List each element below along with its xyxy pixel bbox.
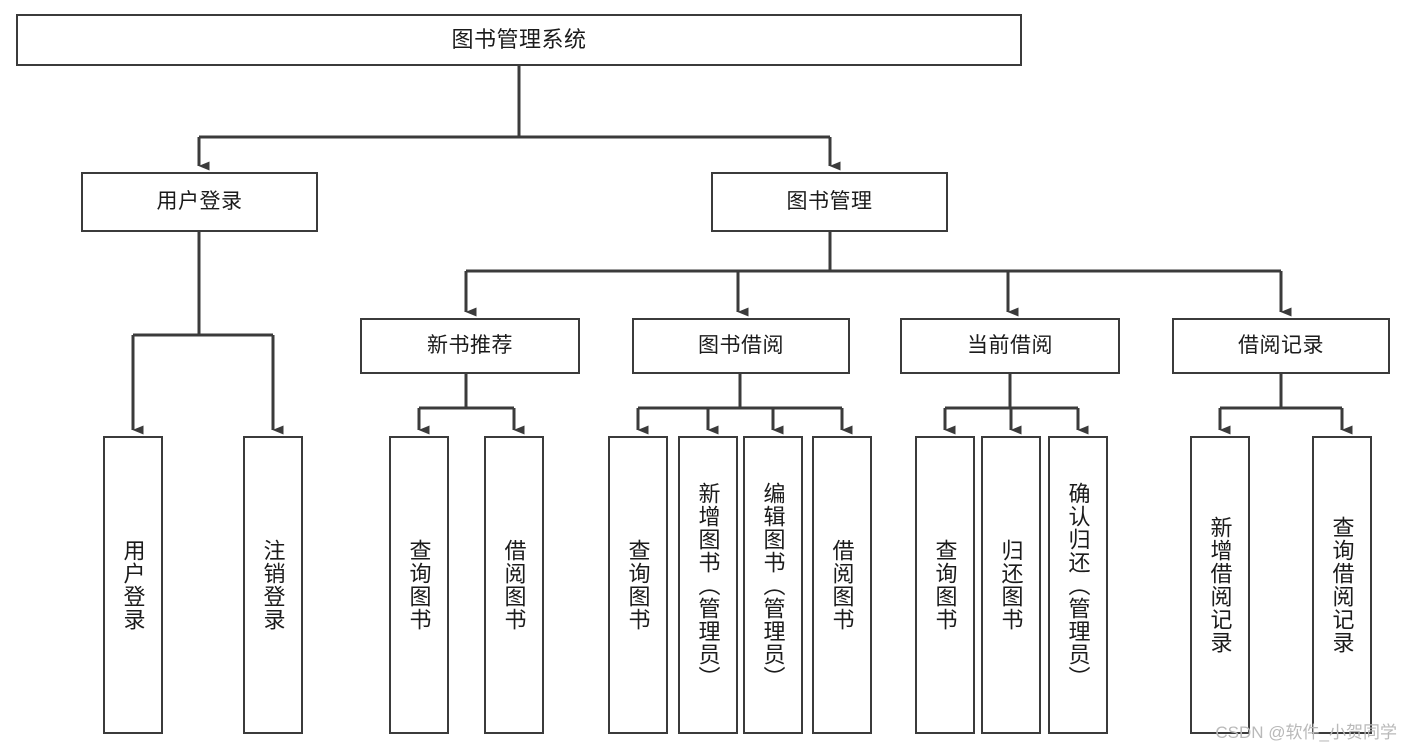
leaf-query-book-borrow[interactable]: 查询图书: [608, 436, 668, 734]
node-label: 查询图书: [625, 539, 651, 631]
leaf-borrow-book-recommend[interactable]: 借阅图书: [484, 436, 544, 734]
node-label: 图书管理: [786, 190, 873, 214]
node-label: 用户登录: [156, 190, 243, 214]
node-label: 查询借阅记录: [1329, 516, 1355, 654]
leaf-edit-book-admin[interactable]: 编辑图书（管理员）: [743, 436, 803, 734]
node-label: 借阅记录: [1238, 334, 1324, 358]
leaf-query-book-recommend[interactable]: 查询图书: [389, 436, 449, 734]
node-label: 新书推荐: [427, 334, 513, 358]
node-label: 新增图书（管理员）: [695, 481, 721, 689]
node-label: 图书管理系统: [451, 26, 587, 52]
node-label: 查询图书: [932, 539, 958, 631]
leaf-return-book[interactable]: 归还图书: [981, 436, 1041, 734]
node-user-login[interactable]: 用户登录: [81, 172, 318, 232]
leaf-add-borrow-record[interactable]: 新增借阅记录: [1190, 436, 1250, 734]
node-borrow-record[interactable]: 借阅记录: [1172, 318, 1390, 374]
node-label: 注销登录: [260, 539, 286, 631]
node-current-borrow[interactable]: 当前借阅: [900, 318, 1120, 374]
node-label: 借阅图书: [501, 539, 527, 631]
node-label: 编辑图书（管理员）: [760, 481, 786, 689]
leaf-logout[interactable]: 注销登录: [243, 436, 303, 734]
node-label: 图书借阅: [698, 334, 784, 358]
node-label: 借阅图书: [829, 539, 855, 631]
node-label: 用户登录: [120, 539, 146, 631]
leaf-confirm-return-admin[interactable]: 确认归还（管理员）: [1048, 436, 1108, 734]
node-book-borrow[interactable]: 图书借阅: [632, 318, 850, 374]
node-label: 确认归还（管理员）: [1065, 481, 1091, 689]
leaf-add-book-admin[interactable]: 新增图书（管理员）: [678, 436, 738, 734]
leaf-user-login[interactable]: 用户登录: [103, 436, 163, 734]
node-book-manage[interactable]: 图书管理: [711, 172, 948, 232]
node-label: 查询图书: [406, 539, 432, 631]
node-label: 当前借阅: [967, 334, 1053, 358]
node-root-system[interactable]: 图书管理系统: [16, 14, 1022, 66]
leaf-query-borrow-record[interactable]: 查询借阅记录: [1312, 436, 1372, 734]
node-new-book-recommend[interactable]: 新书推荐: [360, 318, 580, 374]
leaf-query-book-current[interactable]: 查询图书: [915, 436, 975, 734]
node-label: 归还图书: [998, 539, 1024, 631]
leaf-borrow-book[interactable]: 借阅图书: [812, 436, 872, 734]
node-label: 新增借阅记录: [1207, 516, 1233, 654]
